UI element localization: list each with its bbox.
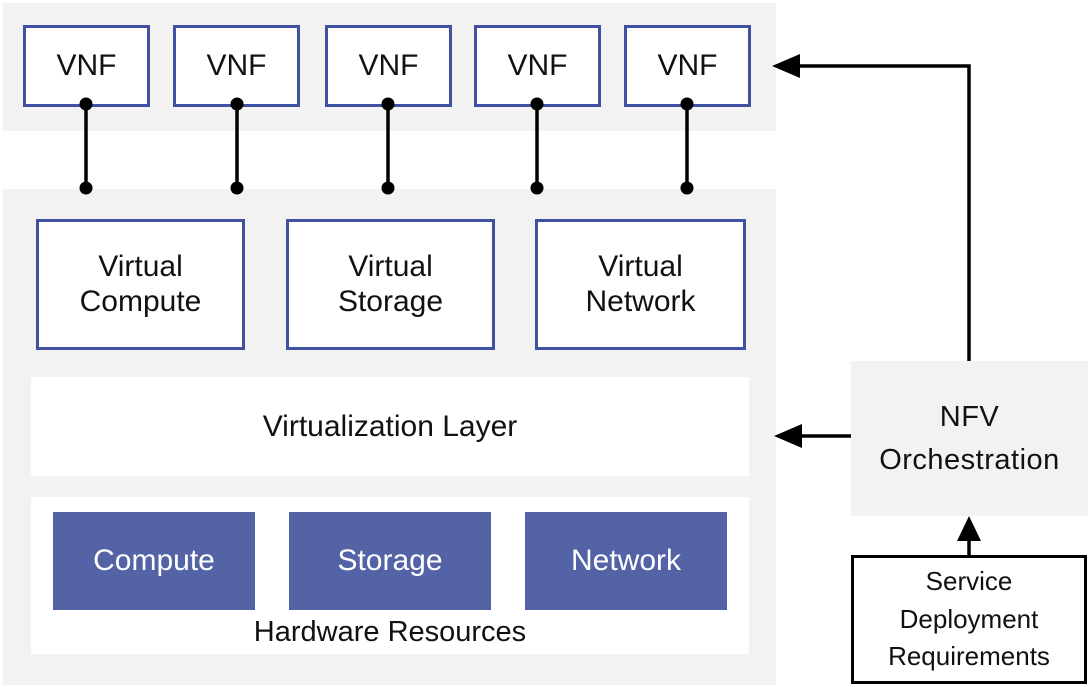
service-requirements-box: Service Deployment Requirements	[851, 555, 1087, 684]
vnf-box-5: VNF	[624, 25, 751, 107]
requirements-line1: Service	[925, 565, 1013, 596]
virtual-storage-box: Virtual Storage	[286, 219, 495, 350]
vnf-label-5: VNF	[657, 49, 718, 82]
requirements-to-orchestration-arrowhead	[957, 516, 981, 541]
virtual-network-line2: Network	[585, 284, 696, 318]
vnf-box-3: VNF	[325, 25, 452, 107]
orchestration-line2: Orchestration	[879, 443, 1060, 476]
virtual-storage-line1: Virtual	[348, 250, 433, 283]
hardware-compute: Compute	[53, 512, 255, 610]
vnf-box-1: VNF	[23, 25, 150, 107]
requirements-line3: Requirements	[888, 641, 1050, 672]
orchestration-to-layer-arrowhead	[774, 424, 802, 448]
virtual-storage-line2: Storage	[337, 284, 444, 318]
hardware-network-label: Network	[570, 544, 682, 577]
virtual-compute-box: Virtual Compute	[36, 219, 245, 350]
nfv-orchestration-box: NFV Orchestration	[851, 361, 1088, 516]
orchestration-to-vnf-arrowhead	[772, 54, 800, 78]
virtualization-layer-label: Virtualization Layer	[262, 409, 518, 443]
hardware-compute-label: Compute	[93, 544, 215, 577]
virtual-compute-line1: Virtual	[98, 250, 183, 283]
hardware-storage: Storage	[289, 512, 491, 610]
virtual-compute-line2: Compute	[79, 284, 202, 318]
vnf-box-2: VNF	[173, 25, 300, 107]
vnf-label-2: VNF	[206, 49, 267, 82]
vnf-box-4: VNF	[474, 25, 601, 107]
vnf-label-1: VNF	[56, 49, 117, 82]
orchestration-to-vnf-line	[800, 64, 971, 361]
hardware-resources-title: Hardware Resources	[253, 616, 527, 648]
vnf-label-3: VNF	[358, 49, 419, 82]
hardware-storage-label: Storage	[337, 544, 443, 577]
virtual-network-box: Virtual Network	[535, 219, 746, 350]
virtualization-layer: Virtualization Layer	[31, 377, 749, 476]
orchestration-line1: NFV	[939, 401, 1000, 434]
virtual-network-line1: Virtual	[598, 250, 683, 283]
hardware-network: Network	[525, 512, 727, 610]
vnf-label-4: VNF	[507, 49, 568, 82]
requirements-line2: Deployment	[899, 603, 1039, 634]
